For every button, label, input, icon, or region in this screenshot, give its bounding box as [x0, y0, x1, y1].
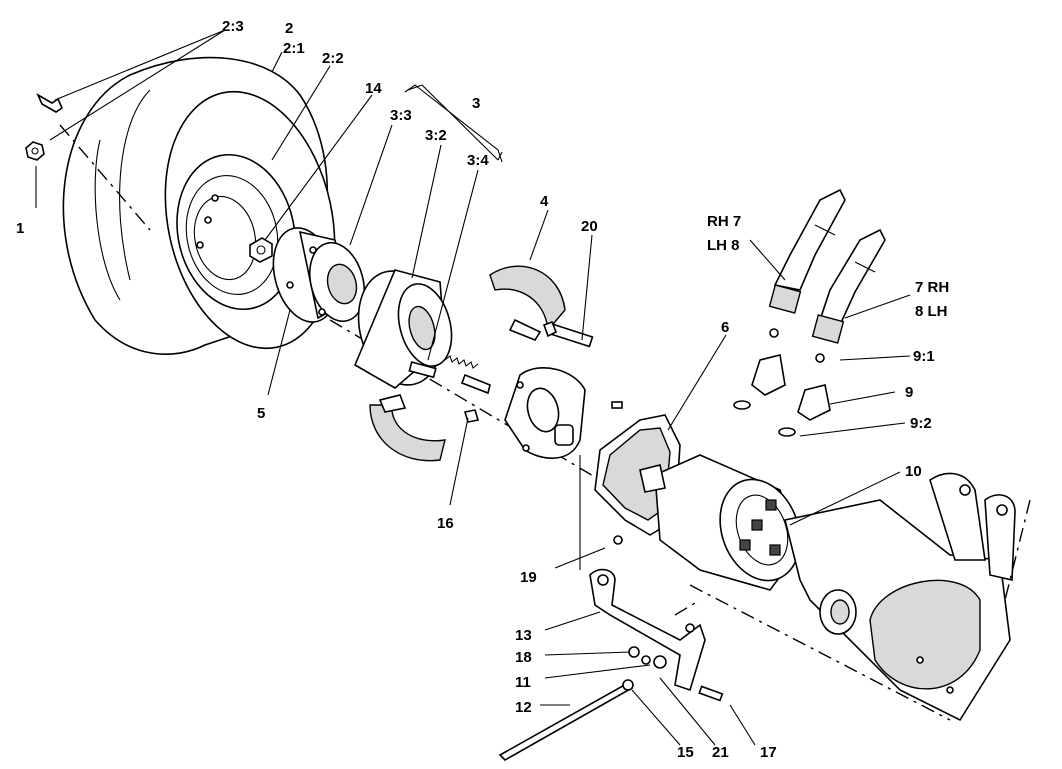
label-5: 5: [257, 405, 265, 422]
label-2: 2: [285, 20, 293, 37]
label-3-3: 3:3: [390, 107, 412, 124]
label-14: 14: [365, 80, 382, 97]
brake-bolt: [408, 361, 437, 379]
label-13: 13: [515, 627, 532, 644]
label-18: 18: [515, 649, 532, 666]
nut-19: [613, 535, 623, 545]
o-rings: [733, 400, 796, 437]
label-12: 12: [515, 699, 532, 716]
brake-shoe-lower: [369, 394, 446, 462]
label-11: 11: [515, 674, 531, 691]
brake-spring: [444, 355, 479, 369]
label-2-2: 2:2: [322, 50, 344, 67]
label-2-3: 2:3: [222, 18, 244, 35]
brake-shoe-upper: [489, 265, 566, 341]
lug-nut: [249, 237, 273, 263]
centerline-wheel: [59, 124, 151, 231]
hydraulic-motor: [639, 454, 801, 591]
washers-18-11: [628, 646, 667, 669]
backing-plate: [504, 367, 586, 459]
rod-12: [498, 679, 634, 761]
screw-16: [463, 409, 480, 423]
bolt-20: [542, 320, 594, 348]
label-20: 20: [581, 218, 598, 235]
wheel-stud: [36, 93, 64, 113]
cam-lever: [460, 373, 491, 395]
label-4: 4: [540, 193, 549, 210]
label-19: 19: [520, 569, 537, 586]
label-3: 3: [472, 95, 480, 112]
nut-1: [25, 141, 45, 161]
elbow-fitting-upper: [751, 328, 786, 396]
label-1: 1: [16, 220, 24, 237]
brake-drum: [353, 269, 453, 389]
label-10: 10: [905, 463, 922, 480]
wheel-hub: [272, 227, 365, 323]
motor-arm: [784, 472, 1016, 722]
label-3-2: 3:2: [425, 127, 447, 144]
hydraulic-hose-lower: [811, 228, 886, 344]
bolt-17: [698, 685, 724, 702]
label-21: 21: [712, 744, 729, 761]
label-9-1: 9:1: [913, 348, 935, 365]
bracket-3: [404, 84, 503, 163]
elbow-fitting-lower: [797, 353, 831, 421]
label-2-1: 2:1: [283, 40, 305, 57]
label-15: 15: [677, 744, 694, 761]
label-6: 6: [721, 319, 729, 336]
label-8lh: 8 LH: [915, 303, 948, 320]
brake-rod-13: [589, 568, 706, 692]
label-7rh: 7 RH: [915, 279, 949, 296]
label-16: 16: [437, 515, 454, 532]
label-9: 9: [905, 384, 913, 401]
label-17: 17: [760, 744, 777, 761]
label-lh8: LH 8: [707, 237, 740, 254]
label-3-4: 3:4: [467, 152, 489, 169]
callout-labels: 1 2 2:1 2:2 2:3 3 3:3 3:2 3:4 4 5 6 7 RH…: [16, 18, 949, 761]
label-9-2: 9:2: [910, 415, 932, 432]
hydraulic-hose-upper: [768, 188, 846, 314]
label-rh7: RH 7: [707, 213, 741, 230]
leader-lines: [35, 29, 911, 746]
